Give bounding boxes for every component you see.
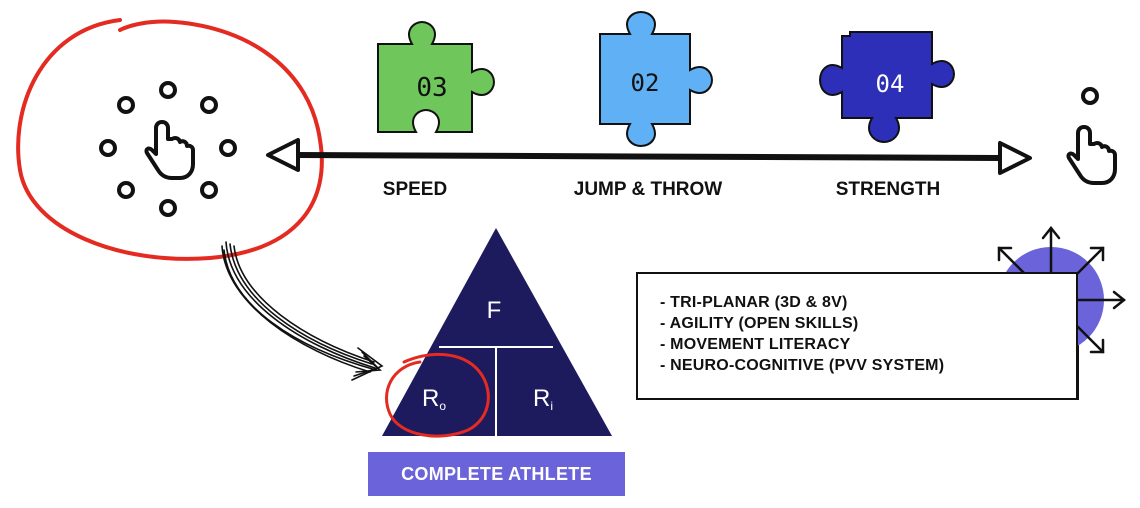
pyramid-triangle xyxy=(382,228,612,436)
pyramid-top-label: F xyxy=(487,297,502,324)
list-item: - MOVEMENT LITERACY xyxy=(660,336,851,353)
puzzle-number: 03 xyxy=(416,73,447,103)
puzzle-shape xyxy=(599,10,714,148)
training-focus-list: - TRI-PLANAR (3D & 8V) - AGILITY (OPEN S… xyxy=(636,272,1078,400)
puzzle-piece-speed: 03 xyxy=(377,20,496,133)
list-item: - TRI-PLANAR (3D & 8V) xyxy=(660,294,848,311)
red-highlight-circle xyxy=(385,352,490,438)
puzzle-number: 02 xyxy=(631,69,660,97)
pyramid: F Ro Ri xyxy=(382,228,612,436)
list-item: - AGILITY (OPEN SKILLS) xyxy=(660,315,859,332)
puzzle-shape xyxy=(818,31,956,144)
puzzle-piece-strength: 04 xyxy=(818,31,956,144)
red-highlight-circle xyxy=(16,18,324,261)
pyramid-bottom-right-label: Ri xyxy=(533,385,553,413)
complete-athlete-banner: COMPLETE ATHLETE xyxy=(368,452,625,496)
curved-arrow-icon xyxy=(221,241,384,381)
caption-strength: STRENGTH xyxy=(836,179,941,200)
puzzle-piece-jump-throw: 02 xyxy=(599,10,714,148)
puzzle-number: 04 xyxy=(876,70,905,98)
pyramid-bottom-left-label: Ro xyxy=(422,385,446,413)
puzzle-shape xyxy=(377,20,496,133)
caption-jump-throw: JUMP & THROW xyxy=(574,179,723,200)
hand-pointer-icon xyxy=(1066,87,1117,185)
caption-speed: SPEED xyxy=(383,179,447,200)
list-item: - NEURO-COGNITIVE (PVV SYSTEM) xyxy=(660,357,945,374)
double-arrow-icon xyxy=(266,138,1032,175)
dots-circle-icon xyxy=(99,81,237,217)
hand-pointer-icon xyxy=(144,120,195,180)
